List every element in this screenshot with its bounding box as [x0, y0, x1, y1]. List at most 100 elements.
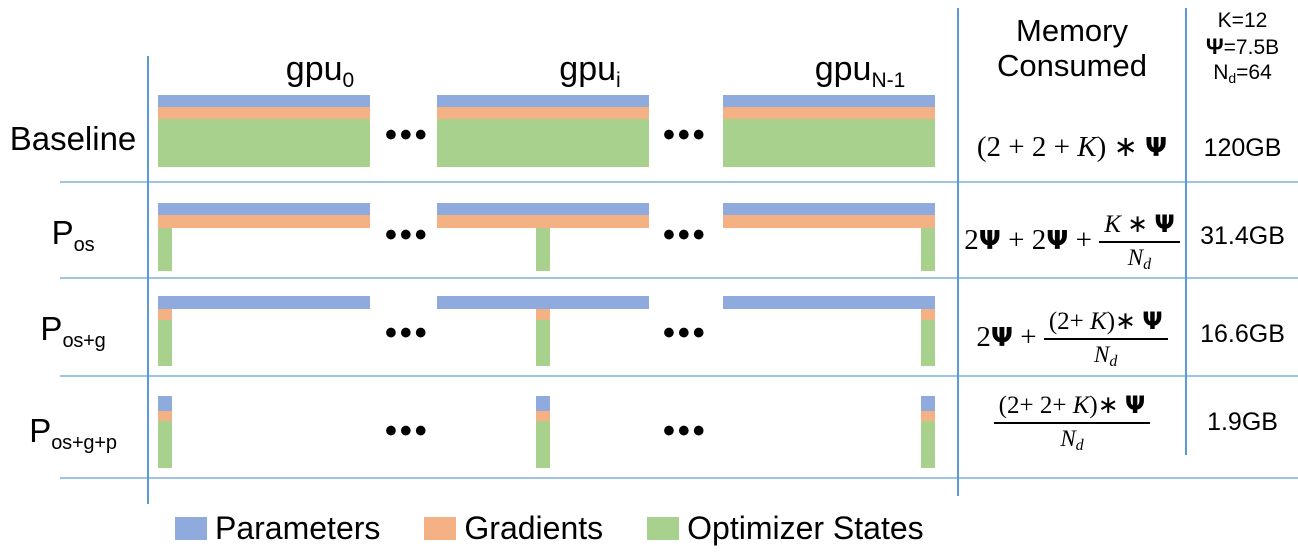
memory-consumed-line-2: Consumed [997, 47, 1147, 83]
row-label-p-os: Pos [0, 214, 146, 255]
row-label-subscript: os+g [62, 330, 106, 352]
segment-parameters [437, 296, 649, 309]
legend-swatch-gradients [424, 516, 457, 540]
segment-optimizer-states [158, 421, 172, 468]
segment-optimizer-states [158, 228, 172, 271]
segment-parameters [437, 203, 649, 215]
legend-item-gradients: Gradients [424, 512, 603, 544]
segment-optimizer-states [921, 320, 935, 366]
ellipsis-pos-left: ••• [385, 216, 430, 254]
formula-p-os-g-p: (2+ 2+ K)∗ Ψ Nd [960, 392, 1184, 454]
segment-gradients [437, 215, 649, 228]
column-divider-memory [957, 8, 959, 496]
psi-value: =7.5B [1223, 35, 1280, 59]
psi-symbol: Ψ [1205, 33, 1224, 59]
legend-item-optimizer-states: Optimizer States [647, 512, 924, 544]
row-label-subscript: os [73, 234, 95, 256]
constants-header: K=12 Ψ=7.5B Nd=64 [1187, 8, 1298, 86]
gpu-column-header-i: gpui [440, 52, 740, 91]
nd-subscript: d [1228, 70, 1237, 87]
segment-optimizer-states [158, 119, 370, 167]
fraction-numerator: (2+ 2+ K)∗ Ψ [993, 392, 1151, 424]
row-label-text: Baseline [9, 120, 137, 157]
row-label-baseline: Baseline [0, 122, 146, 155]
row-divider-header [60, 181, 1298, 183]
segment-optimizer-states [536, 228, 550, 271]
fraction-denominator: Nd [1094, 341, 1118, 370]
memory-value-p-os-g-p: 1.9GB [1207, 408, 1278, 436]
segment-parameters [723, 95, 935, 107]
bar-group-posgp-gpun [723, 396, 935, 468]
bar-group-posg-gpun [723, 296, 935, 366]
row-label-text: P [29, 412, 52, 449]
segment-parameters [158, 396, 172, 411]
ellipsis-baseline-right: ••• [663, 116, 708, 154]
gpu-column-header-n-1: gpuN-1 [710, 50, 1010, 91]
column-divider-left [147, 56, 149, 504]
segment-optimizer-states [536, 421, 550, 468]
segment-optimizer-states [437, 119, 649, 167]
row-divider-1 [60, 277, 1298, 279]
legend-label-optimizer-states: Optimizer States [687, 510, 924, 546]
bar-group-baseline-gpun [723, 95, 935, 167]
segment-gradients [536, 309, 550, 320]
ellipsis-posg-left: ••• [385, 314, 430, 352]
formula-p-os-g: 2Ψ + (2+ K)∗ Ψ Nd [960, 308, 1184, 370]
gpu-column-header-0: gpu0 [170, 50, 470, 91]
bar-group-posgp-gpu0 [158, 396, 370, 468]
bar-group-posg-gpui [437, 296, 649, 366]
segment-gradients [921, 411, 935, 421]
ellipsis-posg-right: ••• [663, 314, 708, 352]
row-label-text: P [51, 214, 74, 251]
gpu-header-label: gpu [814, 50, 872, 88]
segment-parameters [158, 203, 370, 215]
formula-baseline: (2 + 2 + K) ∗ Ψ [976, 131, 1168, 163]
segment-gradients [723, 215, 935, 228]
legend-swatch-optimizer-states [647, 516, 680, 540]
bar-group-posgp-gpui [437, 396, 649, 468]
gpu-header-subscript: N-1 [871, 69, 906, 92]
segment-gradients [437, 107, 649, 119]
segment-optimizer-states [723, 119, 935, 167]
gpu-header-subscript: i [616, 69, 621, 92]
memory-value-baseline: 120GB [1203, 134, 1282, 162]
psi-symbol: Ψ [1145, 133, 1168, 163]
memory-consumed-header: Memory Consumed [960, 13, 1184, 83]
legend: Parameters Gradients Optimizer States [175, 512, 968, 544]
memory-value-p-os: 31.4GB [1200, 222, 1285, 250]
row-divider-3 [60, 477, 1298, 479]
fraction: (2+ 2+ K)∗ Ψ Nd [993, 392, 1151, 454]
psi-symbol: Ψ [978, 226, 1001, 257]
legend-swatch-parameters [175, 516, 207, 540]
segment-optimizer-states [921, 228, 935, 271]
psi-symbol: Ψ [990, 323, 1013, 354]
formula-p-os: 2Ψ + 2Ψ + K ∗ Ψ Nd [960, 211, 1184, 273]
row-label-subscript: os+g+p [51, 432, 117, 454]
segment-gradients [921, 309, 935, 320]
fraction-numerator: (2+ K)∗ Ψ [1043, 308, 1168, 340]
bar-group-baseline-gpu0 [158, 95, 370, 167]
constant-k: K=12 [1217, 9, 1268, 32]
gpu-header-label: gpu [285, 50, 343, 88]
nd-value: =64 [1236, 61, 1272, 85]
row-label-p-os-g-p: Pos+g+p [0, 412, 146, 453]
segment-parameters [437, 95, 649, 107]
segment-gradients [723, 107, 935, 119]
segment-gradients [536, 411, 550, 421]
segment-parameters [723, 203, 935, 215]
memory-consumed-line-1: Memory [1016, 13, 1128, 48]
column-divider-values [1185, 8, 1187, 455]
ellipsis-pos-right: ••• [663, 216, 708, 254]
legend-item-parameters: Parameters [175, 512, 380, 544]
segment-gradients [158, 411, 172, 421]
bar-group-baseline-gpui [437, 95, 649, 167]
fraction-denominator: Nd [1127, 244, 1152, 273]
fraction: (2+ K)∗ Ψ Nd [1043, 308, 1168, 370]
segment-optimizer-states [158, 320, 172, 366]
segment-parameters [158, 95, 370, 107]
segment-optimizer-states [921, 421, 935, 468]
fraction-numerator: K ∗ Ψ [1099, 211, 1180, 243]
ellipsis-posgp-left: ••• [385, 412, 430, 450]
segment-gradients [158, 309, 172, 320]
legend-label-parameters: Parameters [215, 510, 381, 546]
